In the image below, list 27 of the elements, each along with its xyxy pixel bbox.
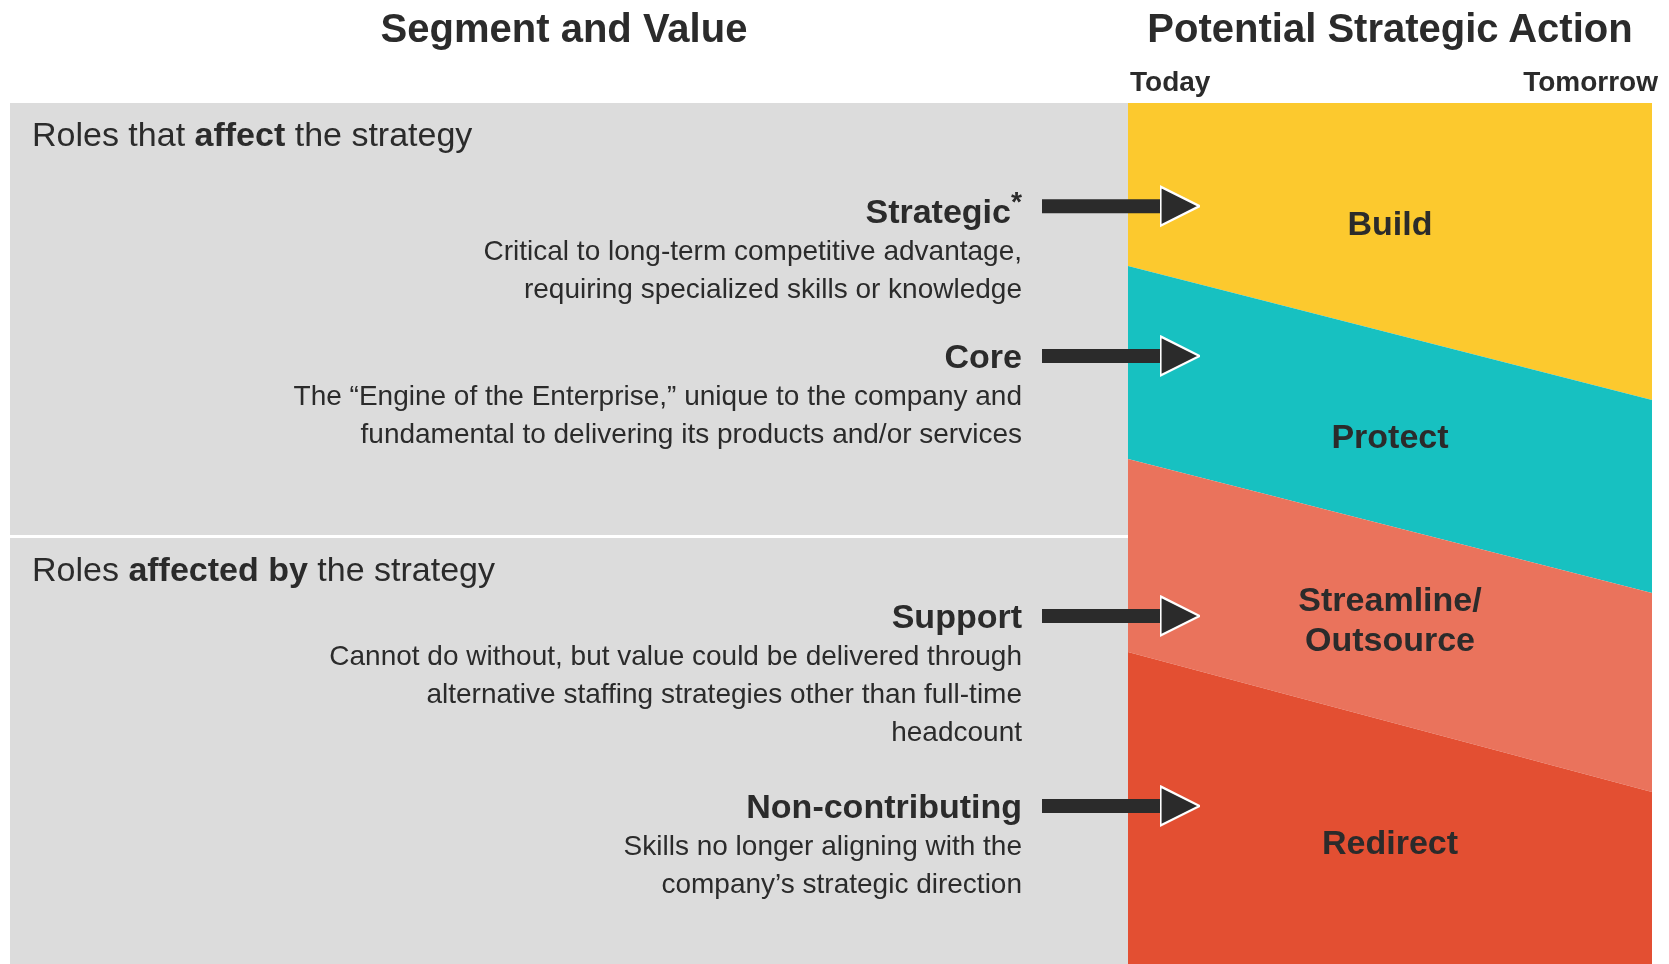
action-band [1128, 652, 1652, 964]
role-description: The “Engine of the Enterprise,” unique to the company and fundamental to delivering its products and/or services [292, 379, 1022, 451]
role-description: Critical to long-term competitive advantage, requiring specialized skills or knowledge [482, 234, 1022, 307]
axis-label: Tomorrow [1523, 66, 1658, 98]
column-heading: Segment and Value [379, 6, 749, 51]
band-label: Build [1346, 203, 1434, 243]
role-description: Skills no longer aligning with the company’s strategic direction [622, 829, 1022, 901]
role-description: Cannot do without, but value could be delivered through alternative staffing strategies other than full-time headcount [328, 639, 1022, 749]
column-heading: Potential Strategic Action [1146, 6, 1634, 51]
band-label: Protect [1330, 416, 1450, 456]
role-heading: Strategic$^{*}$ [864, 184, 1022, 233]
role-heading: Non-contributing [745, 786, 1022, 827]
role-heading: Core [943, 336, 1022, 377]
role-heading: Support [890, 596, 1022, 637]
section-title: Roles affected by the strategy [32, 550, 495, 589]
band-label: Streamline/ Outsource [1297, 579, 1483, 659]
section-panel [10, 103, 1128, 535]
section-panel [10, 538, 1128, 964]
arrow [1042, 185, 1201, 227]
section-title: Roles that affect the strategy [32, 115, 473, 154]
arrow [1042, 785, 1201, 827]
action-band [1128, 103, 1652, 400]
axis-label: Today [1130, 66, 1211, 98]
arrow [1042, 335, 1201, 377]
action-band [1128, 459, 1652, 792]
band-label: Redirect [1320, 822, 1460, 862]
arrow [1042, 595, 1201, 637]
